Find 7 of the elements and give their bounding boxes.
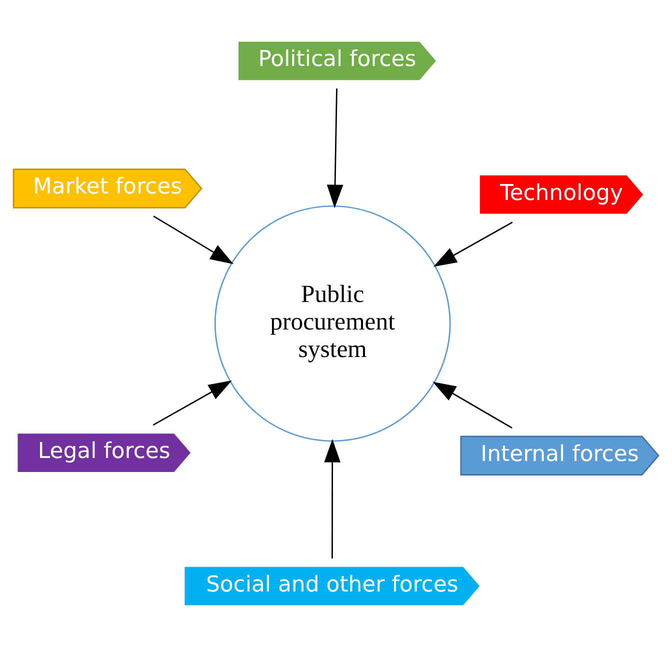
node-circle: Public procurement system bbox=[214, 205, 451, 442]
arrow bbox=[432, 382, 512, 429]
arrow bbox=[324, 438, 340, 558]
arrow bbox=[433, 222, 513, 267]
arrow bbox=[153, 216, 234, 264]
arrow bbox=[152, 380, 232, 426]
arrow bbox=[326, 88, 344, 208]
